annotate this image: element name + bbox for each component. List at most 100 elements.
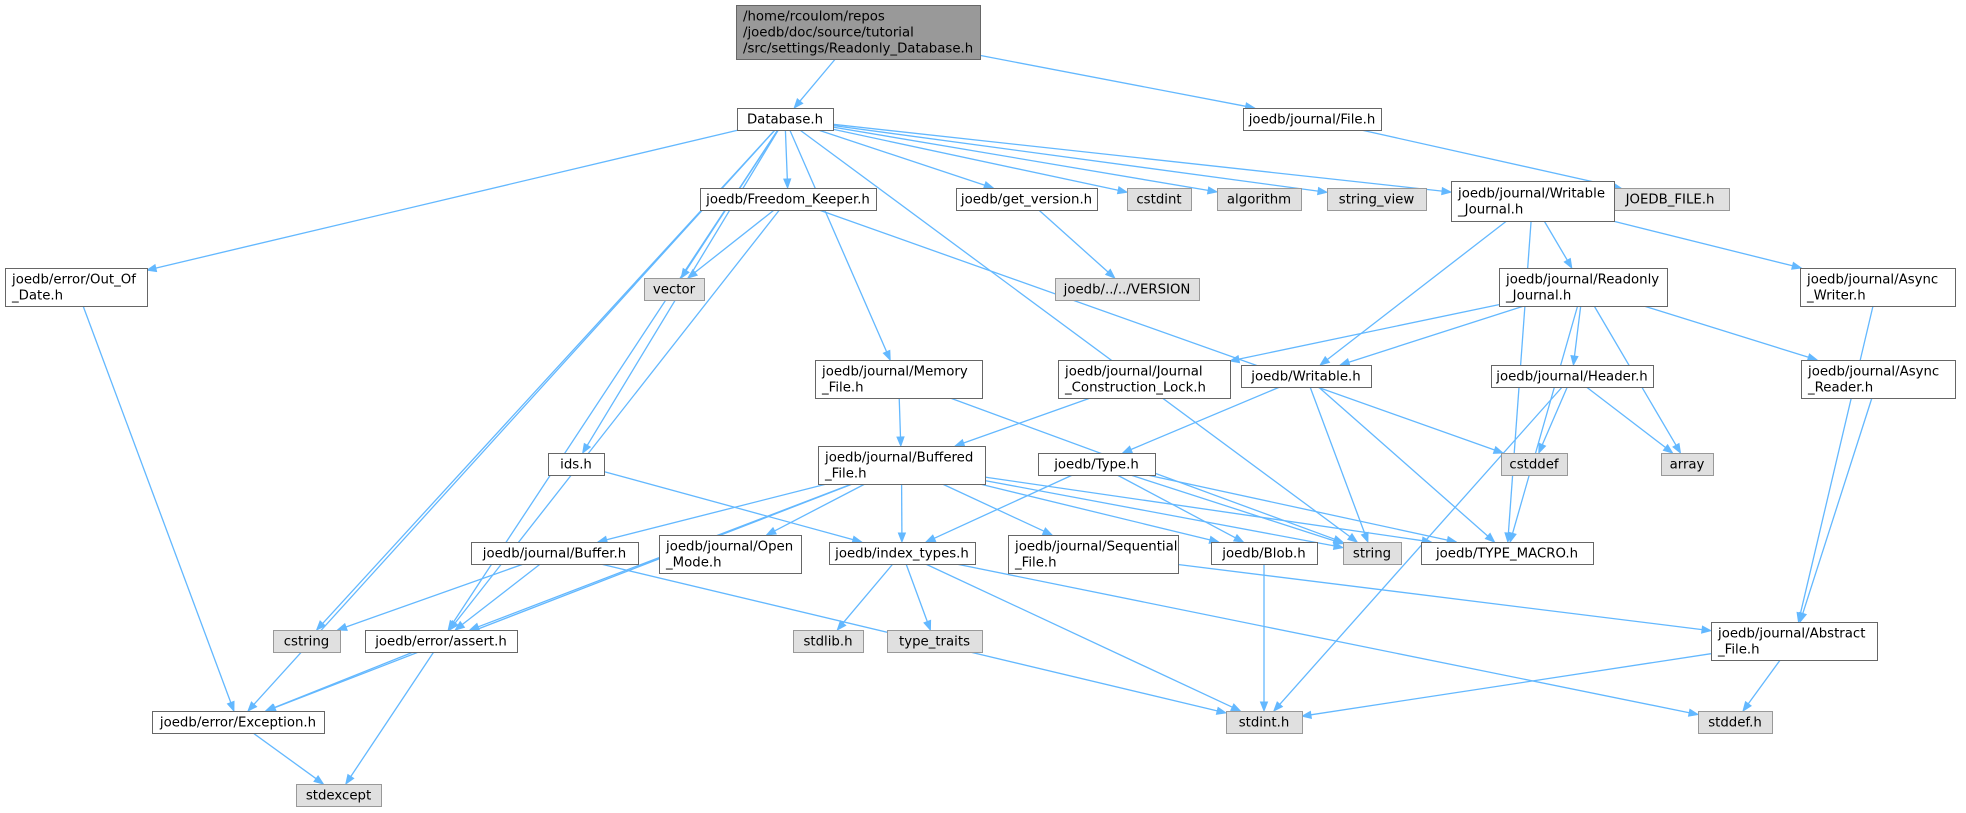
node-label-line: joedb/journal/Async — [1806, 273, 1938, 288]
node-writable-journal[interactable]: joedb/journal/Writable_Journal.h — [1451, 181, 1615, 222]
node-box — [1058, 360, 1231, 399]
edge-arrowhead — [468, 622, 481, 631]
edge-line — [155, 129, 739, 269]
node-abstract-file[interactable]: joedb/journal/Abstract_File.h — [1711, 622, 1878, 661]
edge-line — [818, 209, 1495, 451]
edge-line — [956, 563, 1690, 714]
edge-arrowhead — [581, 442, 592, 455]
node-box — [829, 542, 976, 565]
node-type-traits: type_traits — [887, 630, 983, 653]
edge-arrowhead — [1346, 532, 1359, 543]
node-label-line: stdexcept — [306, 789, 371, 804]
node-assert[interactable]: joedb/error/assert.h — [365, 630, 518, 653]
node-async-reader[interactable]: joedb/journal/Async_Reader.h — [1801, 360, 1956, 399]
edge-arrowhead — [882, 349, 891, 362]
edge-line — [799, 129, 1351, 538]
node-label-line: array — [1670, 458, 1705, 473]
edge-arrowhead — [345, 773, 355, 786]
node-label-line: _Journal.h — [1457, 203, 1523, 218]
node-readonly-journal[interactable]: joedb/journal/Readonly_Journal.h — [1499, 268, 1668, 307]
node-get-version[interactable]: joedb/get_version.h — [956, 188, 1098, 211]
node-construction-lock[interactable]: joedb/journal/Journal_Construction_Lock.… — [1058, 360, 1231, 399]
node-label-line: joedb/journal/Abstract — [1717, 627, 1865, 642]
edge-writable-to-type — [1121, 386, 1281, 454]
node-buffer[interactable]: joedb/journal/Buffer.h — [471, 542, 639, 565]
edge-arrowhead — [897, 532, 907, 544]
edge-index_types-to-stddef — [956, 563, 1700, 717]
node-box — [1241, 365, 1372, 388]
node-label-line: joedb/Writable.h — [1250, 370, 1360, 385]
edge-line — [1643, 305, 1809, 358]
edge-line — [979, 54, 1246, 107]
edge-arrowhead — [313, 775, 325, 785]
node-box — [1800, 268, 1956, 307]
node-out-of-date[interactable]: joedb/error/Out_Of_Date.h — [5, 268, 148, 307]
node-label-line: /joedb/doc/source/tutorial — [743, 26, 914, 41]
node-freedom-keeper[interactable]: joedb/Freedom_Keeper.h — [700, 188, 877, 211]
edge-line — [832, 126, 1209, 192]
node-box — [152, 711, 325, 734]
edge-arrowhead — [1662, 443, 1674, 454]
node-label-line: vector — [653, 283, 696, 298]
edge-root-to-database — [793, 58, 836, 110]
edge-buffered_file-to-buffer — [596, 483, 827, 544]
edge-database-to-exception — [247, 129, 776, 713]
edge-database-to-writable_journal — [832, 123, 1453, 196]
node-database[interactable]: Database.h — [737, 108, 834, 131]
node-header[interactable]: joedb/journal/Header.h — [1491, 365, 1654, 388]
node-cstddef: cstddef — [1501, 453, 1568, 476]
edge-line — [1573, 305, 1582, 357]
edge-database-to-freedom_keeper — [783, 129, 792, 190]
edge-construction_lock-to-buffered_file — [953, 397, 1091, 447]
node-box — [1501, 453, 1568, 476]
edge-writable_journal-to-writable — [1319, 220, 1507, 366]
node-ids[interactable]: ids.h — [548, 453, 605, 476]
node-box — [273, 630, 341, 653]
edge-readonly_journal-to-header — [1570, 305, 1582, 367]
node-label-line: _Journal.h — [1505, 289, 1571, 304]
edge-line — [606, 483, 827, 541]
node-joedb-file-h: JOEDB_FILE.h — [1611, 188, 1730, 211]
edge-sequential_file-to-abstract_file — [1177, 563, 1713, 634]
node-stdlib: stdlib.h — [793, 630, 864, 653]
node-async-writer[interactable]: joedb/journal/Async_Writer.h — [1800, 268, 1956, 307]
node-label-line: algorithm — [1227, 193, 1291, 208]
node-index-types[interactable]: joedb/index_types.h — [829, 542, 976, 565]
node-sequential-file[interactable]: joedb/journal/Sequential_File.h — [1008, 535, 1179, 574]
edge-line — [1310, 653, 1712, 716]
node-blob[interactable]: joedb/Blob.h — [1211, 542, 1318, 565]
node-writable[interactable]: joedb/Writable.h — [1241, 365, 1372, 388]
node-box — [818, 446, 986, 485]
edge-line — [842, 563, 894, 624]
node-box — [1491, 365, 1654, 388]
node-open-mode[interactable]: joedb/journal/Open_Mode.h — [659, 535, 802, 574]
node-box — [1698, 711, 1773, 734]
edge-line — [322, 129, 776, 624]
edge-line — [984, 476, 1423, 542]
node-box — [548, 453, 605, 476]
node-label-line: _File.h — [1717, 643, 1760, 658]
edge-line — [774, 483, 866, 532]
node-buffered-file[interactable]: joedb/journal/Buffered_File.h — [818, 446, 986, 485]
node-label-line: stdint.h — [1239, 716, 1290, 731]
edge-line — [905, 563, 928, 622]
edge-line — [461, 563, 541, 626]
edge-arrowhead — [924, 534, 937, 543]
node-root[interactable]: /home/rcoulom/repos/joedb/doc/source/tut… — [736, 5, 981, 60]
edge-arrowhead — [315, 620, 327, 632]
node-type-macro[interactable]: joedb/TYPE_MACRO.h — [1421, 542, 1594, 565]
edge-line — [1612, 220, 1793, 267]
node-exception[interactable]: joedb/error/Exception.h — [152, 711, 325, 734]
edge-writable_journal-to-readonly_journal — [1543, 220, 1573, 270]
node-box — [956, 188, 1098, 211]
edge-arrowhead — [1319, 355, 1331, 366]
node-label-line: joedb/journal/Writable — [1457, 187, 1605, 202]
node-type[interactable]: joedb/Type.h — [1038, 453, 1156, 476]
node-memory-file[interactable]: joedb/journal/Memory_File.h — [815, 360, 983, 399]
edge-arrowhead — [1806, 353, 1819, 362]
edge-arrowhead — [1332, 536, 1345, 545]
node-box — [1211, 542, 1318, 565]
edge-header-to-cstddef — [1538, 386, 1568, 455]
node-journal-file[interactable]: joedb/journal/File.h — [1243, 108, 1382, 131]
